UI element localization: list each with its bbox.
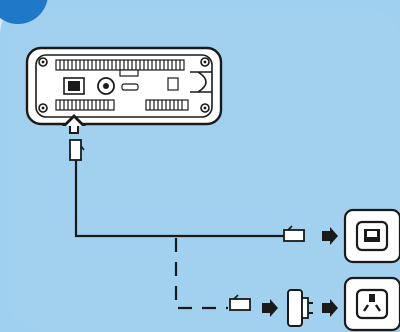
uk-phone-adapter-icon bbox=[287, 289, 313, 327]
rj11-plug-icon bbox=[283, 225, 305, 242]
rj11-plug-icon bbox=[229, 294, 251, 311]
vent-grille-top bbox=[55, 59, 185, 71]
screw-hole-icon bbox=[38, 103, 48, 113]
phone-wall-socket-icon bbox=[343, 208, 400, 264]
right-arrow-icon bbox=[322, 227, 338, 245]
screw-hole-icon bbox=[200, 57, 210, 67]
right-arrow-icon bbox=[262, 299, 278, 317]
right-arrow-icon bbox=[322, 299, 338, 317]
dashed-cable bbox=[174, 238, 228, 310]
side-clip bbox=[190, 71, 212, 93]
router-rear-panel-icon bbox=[25, 46, 223, 126]
screw-hole-icon bbox=[38, 57, 48, 67]
uk-wall-socket-icon bbox=[343, 276, 400, 332]
power-jack-icon bbox=[97, 77, 115, 95]
solid-cable bbox=[74, 160, 286, 238]
wps-button bbox=[121, 83, 139, 91]
screw-hole-icon bbox=[200, 103, 210, 113]
phone-port-icon bbox=[63, 77, 85, 95]
vent-grille-bottom-right bbox=[145, 99, 189, 111]
step-badge-icon bbox=[0, 0, 48, 24]
vent-grille-bottom-left bbox=[55, 99, 115, 111]
power-switch bbox=[167, 77, 179, 91]
reset-slot bbox=[119, 69, 139, 77]
up-arrow-icon bbox=[62, 114, 86, 134]
